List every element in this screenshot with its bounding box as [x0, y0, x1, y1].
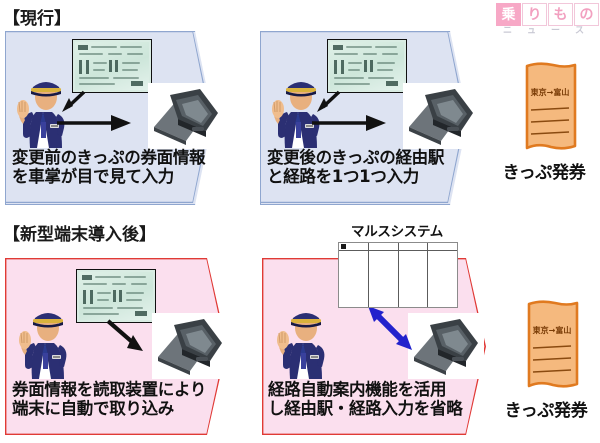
issued-ticket-caption: きっぷ発券 [504, 401, 588, 421]
green-train-ticket [327, 39, 407, 93]
caption-line: 変更前のきっぷの券面情報 [12, 148, 206, 167]
panel-caption: 券面情報を読取装置により 端末に自動で取り込み [12, 380, 206, 419]
handheld-terminal [152, 313, 228, 379]
issued-ticket-route: 東京→富山 [533, 325, 572, 335]
handheld-terminal [403, 83, 479, 149]
conductor-figure [267, 62, 329, 154]
bidirectional-arrow-icon [365, 303, 415, 357]
right-arrow-icon [310, 112, 388, 138]
ticket-face [75, 42, 149, 90]
cursor-marker [341, 244, 346, 249]
mars-system-table [338, 242, 458, 308]
caption-line: 経路自動案内機能を活用 [268, 380, 447, 399]
logo-row-secondary: ニ ュ ー ス [496, 26, 596, 37]
ticket-face [330, 42, 404, 90]
section-heading-new: 【新型端末導入後】 [3, 225, 156, 245]
caption-line: 変更後のきっぷの経由駅 [267, 148, 445, 167]
caption-line: 券面情報を読取装置により [12, 380, 207, 399]
table-header-cell [428, 243, 457, 251]
panel-caption: 変更前のきっぷの券面情報 を車掌が目で見て入力 [12, 148, 206, 187]
site-logo[interactable]: 乗 り も の ニ ュ ー ス [496, 3, 599, 39]
mars-system-label: マルスシステム [351, 224, 443, 240]
down-right-arrow-icon [105, 318, 147, 358]
issued-ticket-route: 東京→富山 [531, 87, 570, 97]
table-column [398, 243, 429, 307]
table-column [339, 243, 369, 307]
panel-caption: 変更後のきっぷの経由駅 と経路を1つ1つ入力 [267, 148, 444, 187]
caption-line: 端末に自動で取り込み [12, 399, 175, 419]
diagonal-arrow-icon [315, 90, 341, 118]
logo-char: ュ [526, 26, 536, 36]
conductor-figure [12, 62, 74, 154]
caption-line: し経由駅・経路入力を省略 [268, 399, 463, 419]
green-train-ticket [76, 269, 156, 323]
handheld-terminal [148, 83, 224, 149]
caption-line: と経路を1つ1つ入力 [267, 167, 419, 187]
table-header-cell [339, 243, 368, 251]
table-column [368, 243, 399, 307]
table-column [428, 243, 457, 307]
table-header-cell [368, 243, 398, 251]
section-heading-current: 【現行】 [3, 9, 71, 29]
logo-char: の [574, 3, 599, 26]
right-arrow-icon [55, 112, 133, 138]
issued-ticket: 東京→富山 [521, 300, 583, 390]
diagonal-arrow-icon [60, 90, 86, 118]
caption-line: を車掌が目で見て入力 [12, 167, 175, 187]
ticket-face [79, 272, 153, 320]
logo-char: ニ [502, 26, 512, 36]
panel-caption: 経路自動案内機能を活用 し経由駅・経路入力を省略 [268, 380, 463, 419]
conductor-figure [14, 293, 76, 385]
logo-char: ス [574, 26, 584, 36]
table-header-cell [398, 243, 428, 251]
mars-system: マルスシステム [336, 220, 458, 308]
logo-row-primary: 乗 り も の [496, 3, 599, 26]
logo-char: ー [550, 26, 560, 36]
logo-char: り [522, 3, 547, 26]
logo-char: 乗 [496, 3, 521, 26]
issued-ticket: 東京→富山 [519, 62, 581, 152]
logo-char: も [548, 3, 573, 26]
issued-ticket-caption: きっぷ発券 [502, 163, 586, 183]
green-train-ticket [72, 39, 152, 93]
handheld-terminal [408, 313, 484, 379]
conductor-figure [272, 293, 334, 385]
